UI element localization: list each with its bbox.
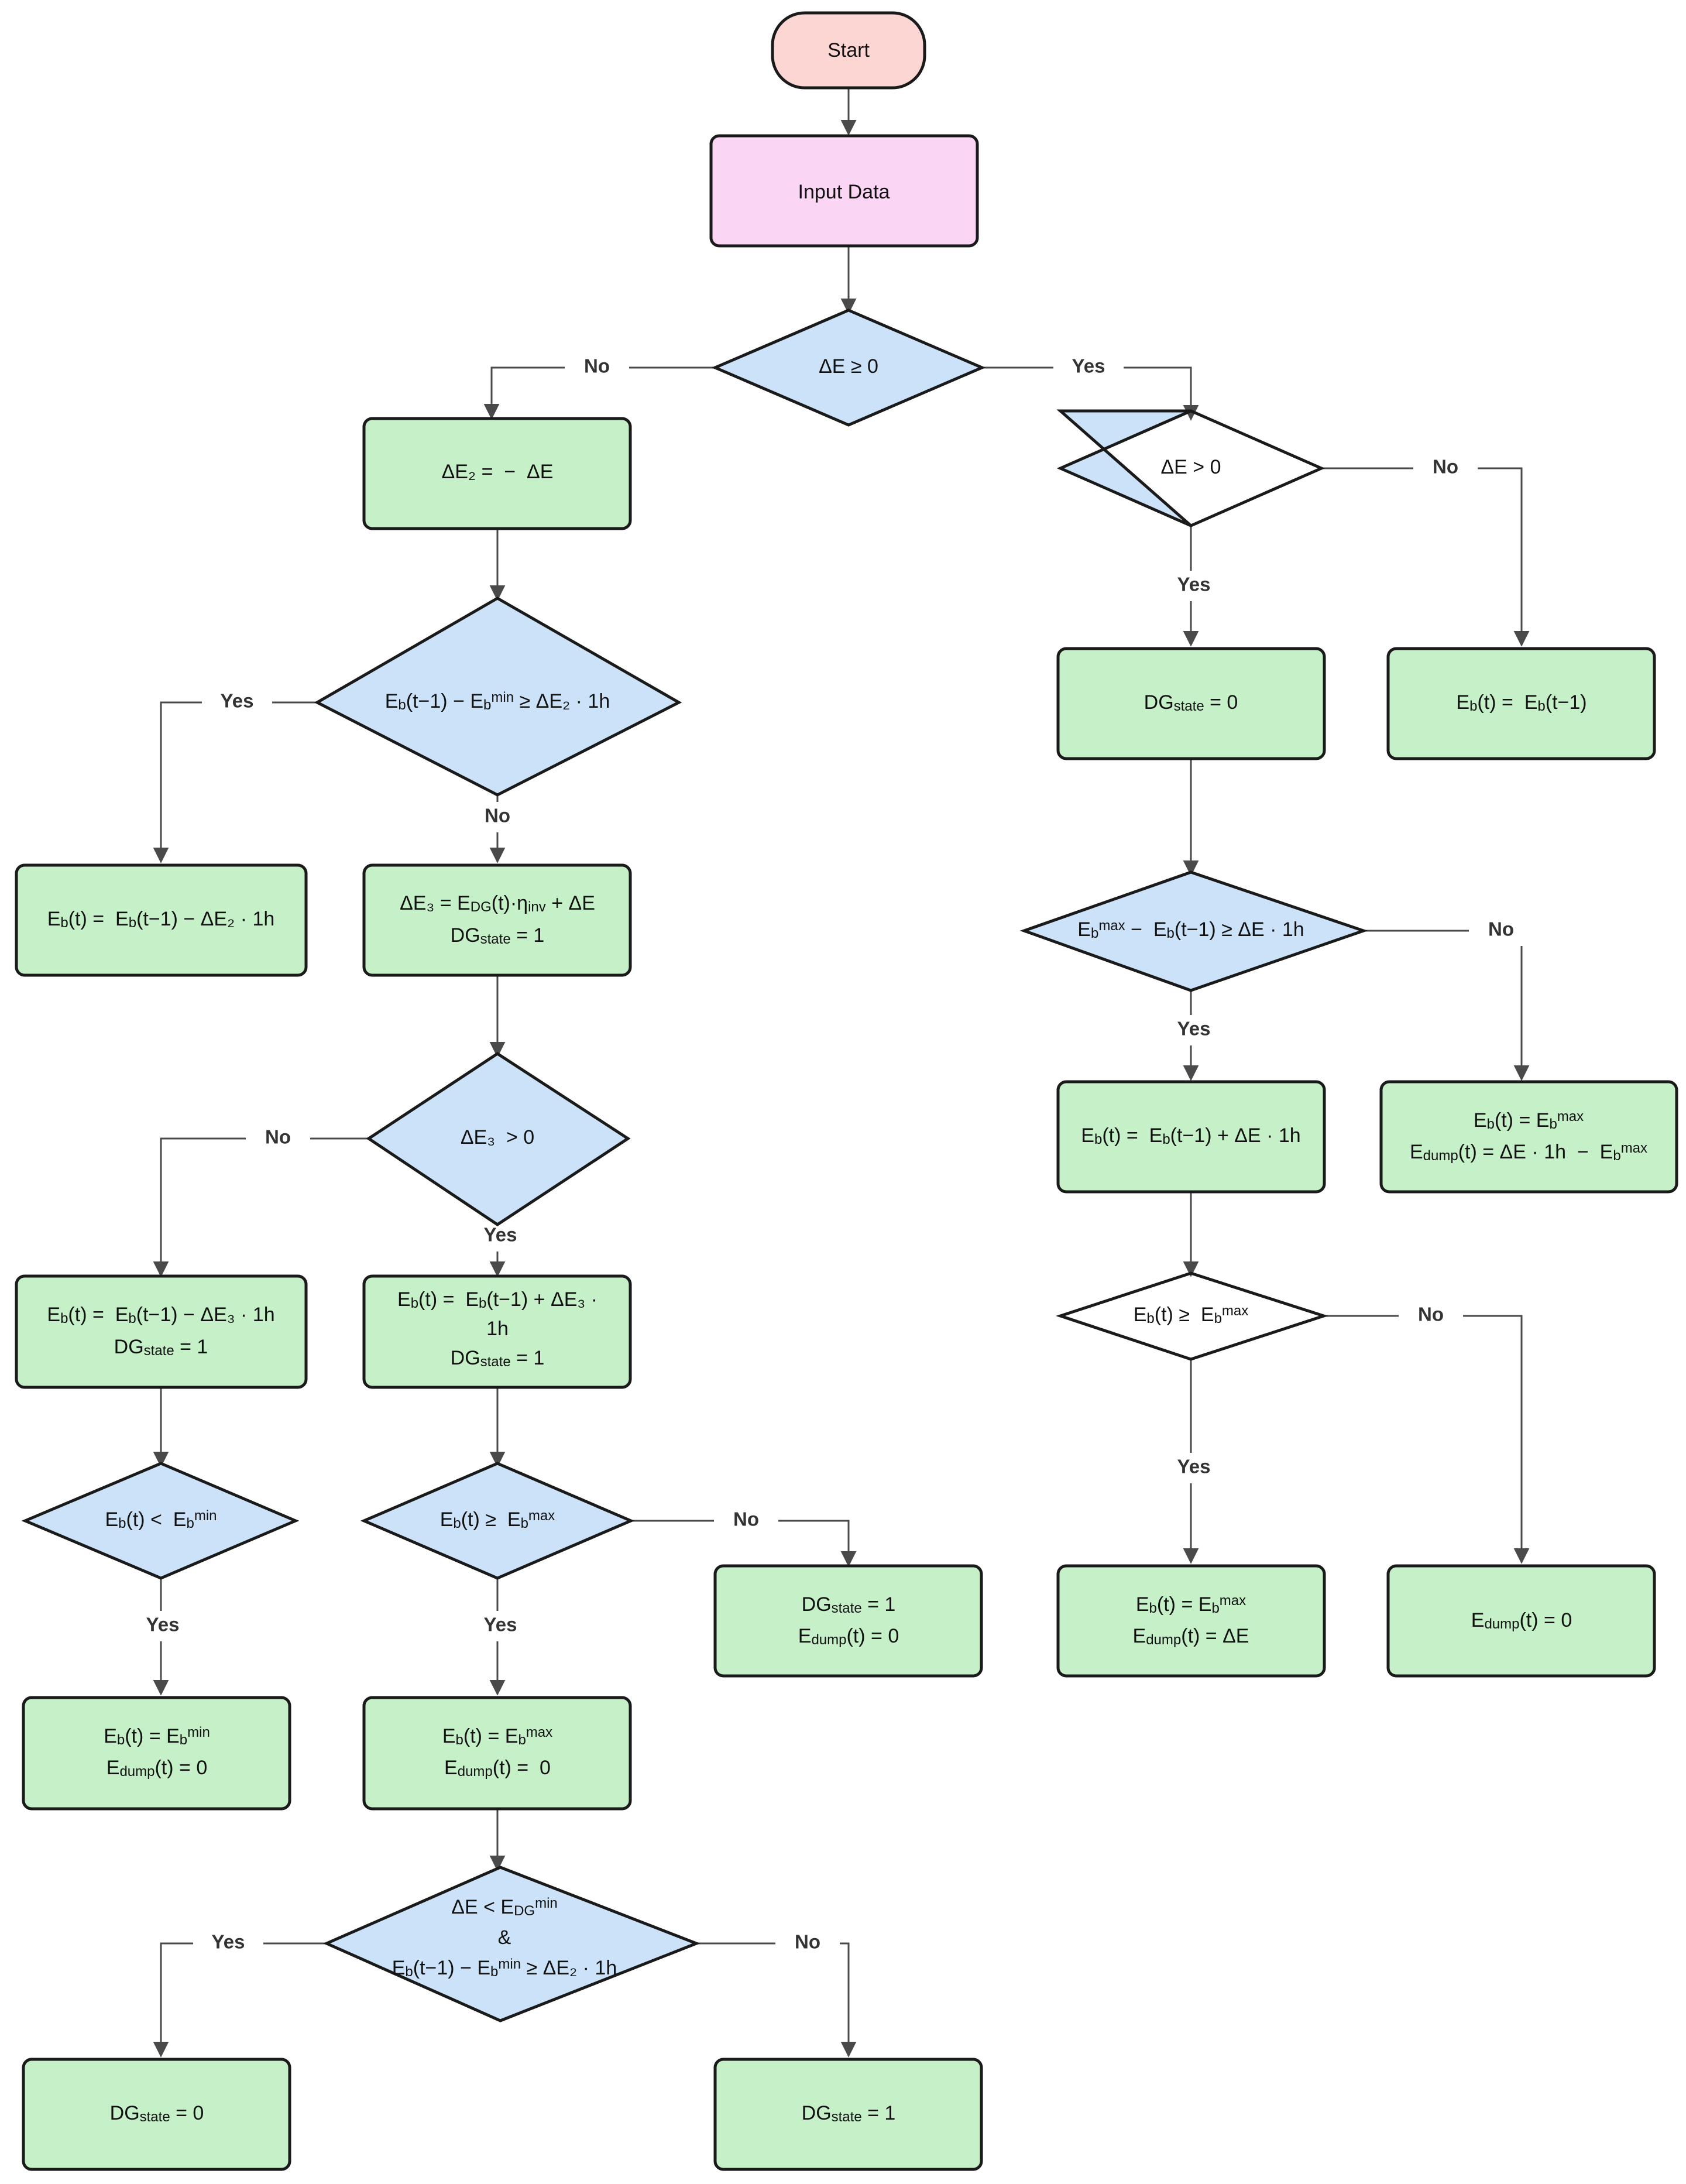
node-process-eb-hold[interactable]: Eb(t) = Eb(t−1) bbox=[1386, 647, 1656, 760]
node-decision-compound[interactable]: ΔE < EDGmin & Eb(t−1) − Ebmin ≥ ΔE₂ · 1h bbox=[322, 1866, 701, 2022]
edge-label-no: No bbox=[265, 1126, 291, 1148]
node-process-eb-plus-de3-line1: Eb(t) = Eb(t−1) + ΔE₃ · bbox=[397, 1288, 598, 1311]
node-process-dg1-bottom[interactable]: DGstate = 1 bbox=[713, 2058, 983, 2171]
node-input-data-label: Input Data bbox=[798, 181, 890, 203]
node-process-eb-plus-de3[interactable]: Eb(t) = Eb(t−1) + ΔE₃ · 1h DGstate = 1 bbox=[362, 1274, 632, 1389]
node-decision-compound-line1: ΔE < EDGmin bbox=[451, 1895, 558, 1918]
edge-label-yes: Yes bbox=[1177, 574, 1211, 595]
edge-label-yes: Yes bbox=[221, 690, 254, 712]
node-decision-battery-max-headroom-label: Ebmax − Eb(t−1) ≥ ΔE · 1h bbox=[1077, 918, 1304, 941]
node-process-edump0-right-label: Edump(t) = 0 bbox=[1471, 1609, 1572, 1632]
edge-labels: No Yes Yes No No Yes Yes Yes No Yes No Y… bbox=[128, 352, 1533, 1959]
node-process-eb-minus-de3-line1: Eb(t) = Eb(t−1) − ΔE₃ · 1h bbox=[47, 1304, 274, 1326]
edge-label-yes: Yes bbox=[146, 1614, 180, 1636]
node-process-dg0-bottom[interactable]: DGstate = 0 bbox=[22, 2058, 291, 2171]
edge-compound-no bbox=[696, 1942, 857, 2058]
node-decision-delta-e-gt-zero-label: ΔE > 0 bbox=[1160, 456, 1221, 478]
node-decision-eb-lt-min[interactable]: Eb(t) < Ebmin bbox=[21, 1462, 300, 1580]
node-process-eb-max-dump-line2: Edump(t) = ΔE · 1h − Ebmax bbox=[1410, 1140, 1647, 1163]
node-decision-delta-e3-gt-zero-label: ΔE₃ > 0 bbox=[461, 1126, 534, 1148]
node-process-eb-max-dump-de-line2: Edump(t) = ΔE bbox=[1133, 1625, 1249, 1648]
node-process-eb-min-clip-line2: Edump(t) = 0 bbox=[107, 1757, 207, 1780]
node-decision-battery-max-headroom[interactable]: Ebmax − Eb(t−1) ≥ ΔE · 1h bbox=[1019, 870, 1368, 992]
node-decision-eb-lt-min-label: Eb(t) < Ebmin bbox=[105, 1508, 217, 1531]
node-process-eb-plus-de3-line2: 1h bbox=[486, 1318, 509, 1340]
node-process-dg0-right-label: DGstate = 0 bbox=[1144, 691, 1238, 714]
edge-label-yes: Yes bbox=[1177, 1456, 1211, 1477]
node-decision-eb-ge-max-left[interactable]: Eb(t) ≥ Ebmax bbox=[360, 1462, 635, 1580]
node-process-eb-plus-de[interactable]: Eb(t) = Eb(t−1) + ΔE · 1h bbox=[1056, 1080, 1326, 1194]
edge-de3-gt-0-no bbox=[153, 1137, 373, 1277]
node-input-data[interactable]: Input Data bbox=[709, 134, 979, 248]
node-decision-delta-e-ge-zero-label: ΔE ≥ 0 bbox=[819, 355, 878, 378]
node-decision-compound-line3: Eb(t−1) − Ebmin ≥ ΔE₂ · 1h bbox=[392, 1956, 617, 1979]
node-decision-eb-ge-max-right-label: Eb(t) ≥ Ebmax bbox=[1134, 1303, 1249, 1326]
node-decision-eb-ge-max-right[interactable]: Eb(t) ≥ Ebmax bbox=[1056, 1271, 1329, 1361]
node-process-eb-minus-de2-label: Eb(t) = Eb(t−1) − ΔE₂ · 1h bbox=[47, 908, 275, 931]
node-process-delta-e3-line2: DGstate = 1 bbox=[451, 924, 545, 947]
edge-label-no: No bbox=[1433, 456, 1458, 478]
node-process-dg1-edump0-line2: Edump(t) = 0 bbox=[798, 1625, 899, 1648]
node-process-eb-max-clip-line1: Eb(t) = Ebmax bbox=[442, 1724, 552, 1747]
edge-label-yes: Yes bbox=[1072, 355, 1105, 377]
edge-head-max-no bbox=[1361, 930, 1530, 1081]
node-process-delta-e3[interactable]: ΔE₃ = EDG(t)·ηinv + ΔE DGstate = 1 bbox=[362, 863, 632, 977]
edge-eb-min-yes bbox=[153, 701, 319, 863]
edge-compound-yes bbox=[153, 1942, 328, 2058]
node-process-delta-e2[interactable]: ΔE₂ = − ΔE bbox=[362, 417, 632, 530]
node-process-dg0-right[interactable]: DGstate = 0 bbox=[1056, 647, 1326, 760]
node-process-eb-minus-de3-line2: DGstate = 1 bbox=[114, 1336, 208, 1359]
node-process-eb-max-clip-line2: Edump(t) = 0 bbox=[444, 1757, 551, 1780]
node-process-dg1-edump0[interactable]: DGstate = 1 Edump(t) = 0 bbox=[713, 1564, 983, 1678]
node-decision-compound-line2: & bbox=[498, 1926, 511, 1949]
edge-label-no: No bbox=[1488, 918, 1514, 940]
node-process-eb-plus-de-label: Eb(t) = Eb(t−1) + ΔE · 1h bbox=[1081, 1124, 1300, 1147]
node-decision-delta-e3-gt-zero[interactable]: ΔE₃ > 0 bbox=[366, 1052, 631, 1227]
node-decision-delta-e-ge-zero[interactable]: ΔE ≥ 0 bbox=[711, 308, 986, 427]
node-process-eb-max-dump-line1: Eb(t) = Ebmax bbox=[1474, 1109, 1584, 1132]
node-process-eb-max-dump-de[interactable]: Eb(t) = Ebmax Edump(t) = ΔE bbox=[1056, 1564, 1326, 1678]
node-process-delta-e3-line1: ΔE₃ = EDG(t)·ηinv + ΔE bbox=[400, 892, 595, 915]
node-process-dg1-bottom-label: DGstate = 1 bbox=[802, 2102, 896, 2125]
edge-label-yes: Yes bbox=[484, 1614, 517, 1636]
edge-eb-ge-max-left-no bbox=[629, 1520, 857, 1567]
node-process-dg0-bottom-label: DGstate = 0 bbox=[110, 2102, 204, 2125]
edge-label-no: No bbox=[795, 1931, 820, 1953]
node-process-eb-max-dump[interactable]: Eb(t) = Ebmax Edump(t) = ΔE · 1h − Ebmax bbox=[1379, 1080, 1678, 1194]
edge-de-ge-0-no bbox=[483, 366, 717, 420]
node-process-dg1-edump0-line1: DGstate = 1 bbox=[802, 1593, 896, 1616]
node-process-eb-min-clip-line1: Eb(t) = Ebmin bbox=[104, 1724, 210, 1747]
edge-eb-ge-max-right-no bbox=[1321, 1315, 1530, 1564]
edge-label-yes: Yes bbox=[484, 1224, 517, 1246]
edge-label-no: No bbox=[485, 805, 510, 827]
node-process-eb-max-clip[interactable]: Eb(t) = Ebmax Edump(t) = 0 bbox=[362, 1696, 632, 1811]
node-start-label: Start bbox=[827, 39, 870, 61]
node-decision-battery-min-headroom[interactable]: Eb(t−1) − Ebmin ≥ ΔE₂ · 1h bbox=[314, 596, 682, 797]
edge-de-ge-0-yes bbox=[980, 366, 1199, 421]
node-process-edump0-right[interactable]: Edump(t) = 0 bbox=[1386, 1564, 1656, 1678]
node-process-eb-min-clip[interactable]: Eb(t) = Ebmin Edump(t) = 0 bbox=[22, 1696, 291, 1811]
node-start[interactable]: Start bbox=[771, 11, 926, 90]
node-process-delta-e2-label: ΔE₂ = − ΔE bbox=[442, 461, 554, 483]
edge-label-no: No bbox=[1418, 1304, 1444, 1325]
node-decision-eb-ge-max-left-label: Eb(t) ≥ Ebmax bbox=[440, 1508, 555, 1531]
node-process-eb-minus-de2[interactable]: Eb(t) = Eb(t−1) − ΔE₂ · 1h bbox=[15, 863, 308, 977]
node-decision-delta-e-gt-zero[interactable]: ΔE > 0 bbox=[1056, 409, 1326, 527]
edge-label-yes: Yes bbox=[212, 1931, 245, 1953]
edge-label-no: No bbox=[584, 355, 610, 377]
node-process-eb-plus-de3-line3: DGstate = 1 bbox=[451, 1347, 545, 1370]
node-process-eb-hold-label: Eb(t) = Eb(t−1) bbox=[1456, 691, 1587, 714]
edge-label-yes: Yes bbox=[1177, 1018, 1211, 1040]
node-process-eb-minus-de3[interactable]: Eb(t) = Eb(t−1) − ΔE₃ · 1h DGstate = 1 bbox=[15, 1274, 308, 1389]
edge-label-no: No bbox=[733, 1508, 759, 1530]
edge-de-gt-0-no bbox=[1321, 467, 1530, 647]
node-process-eb-max-dump-de-line1: Eb(t) = Ebmax bbox=[1136, 1593, 1246, 1616]
node-decision-battery-min-headroom-label: Eb(t−1) − Ebmin ≥ ΔE₂ · 1h bbox=[385, 690, 610, 712]
